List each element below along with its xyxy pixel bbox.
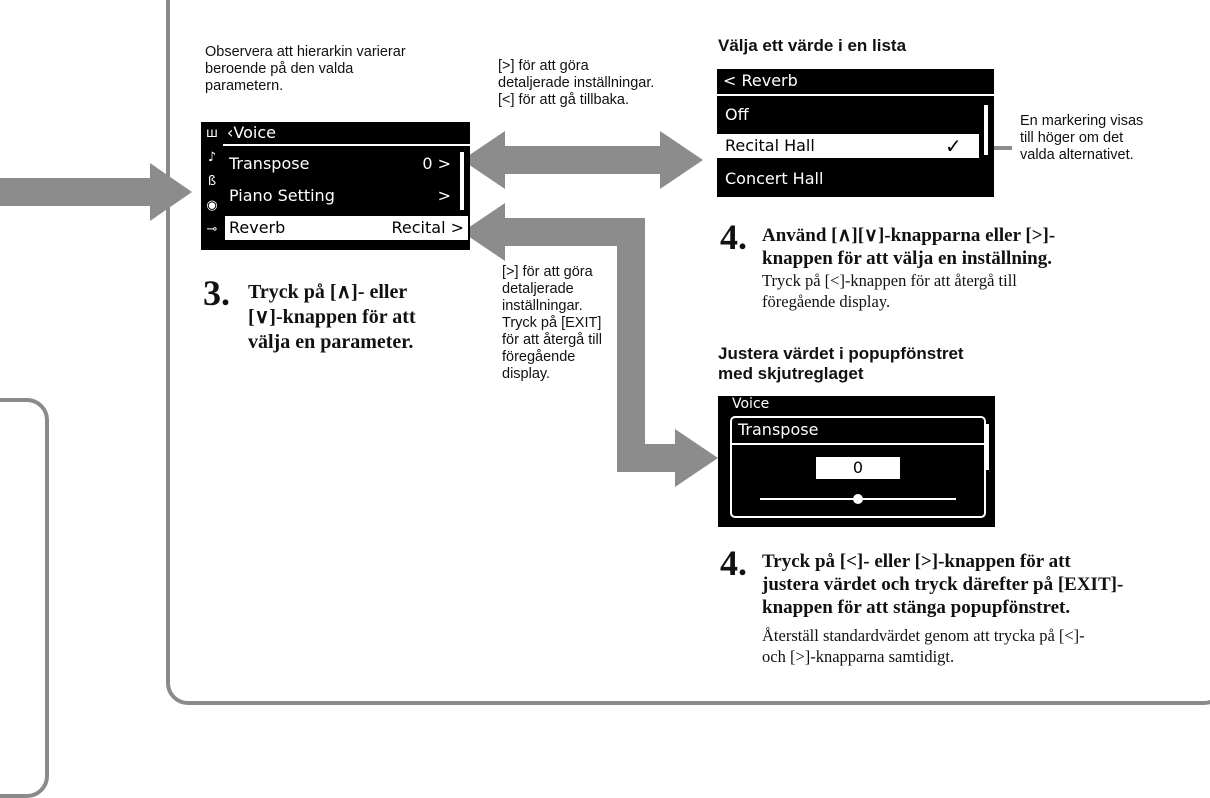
reverb-list-screen: < Reverb Off Recital Hall ✓ Concert Hall — [717, 69, 994, 197]
popup-bg-header: Voice — [732, 396, 770, 412]
exit-note: [>] för att göra detaljerade inställning… — [502, 264, 602, 382]
record-icon: ◉ — [206, 198, 218, 213]
step-4b-text: Tryck på [<]- eller [>]-knappen för att … — [762, 551, 1124, 666]
voice-header-title: Voice — [233, 123, 276, 142]
note-icon: ♪ — [207, 150, 217, 165]
chevron-left-icon: ‹ — [227, 123, 234, 142]
step-4a-text: Använd [∧][∨]-knapparna eller [>]- knapp… — [762, 225, 1056, 311]
elbow-arrow — [462, 203, 718, 487]
voice-row-piano-setting[interactable]: Piano Setting > — [229, 186, 451, 205]
check-icon: ✓ — [945, 134, 962, 158]
voice-row-transpose[interactable]: Transpose 0 > — [229, 154, 451, 173]
list-section-heading: Välja ett värde i en lista — [718, 36, 907, 55]
main-frame — [166, 0, 1210, 705]
transpose-popup: Transpose 0 — [730, 416, 986, 518]
transpose-value-field[interactable]: 0 — [816, 457, 900, 479]
voice-header-border — [223, 144, 470, 146]
metronome-icon: ß — [207, 174, 217, 189]
step-3-text: Tryck på [∧]- eller [∨]-knappen för att … — [248, 281, 416, 353]
step-4b-number: 4. — [720, 543, 747, 583]
reverb-item-off[interactable]: Off — [725, 105, 749, 124]
transpose-slider-thumb[interactable] — [853, 494, 863, 504]
transpose-popup-screen: Voice Transpose 0 — [718, 396, 995, 527]
voice-scrollbar[interactable] — [460, 152, 464, 210]
incoming-arrow — [0, 163, 192, 221]
popup-title-rule — [732, 443, 984, 445]
nav-note: [>] för att göra detaljerade inställning… — [498, 58, 655, 108]
voice-header-bar: ‹Voice — [223, 122, 474, 144]
utility-icon: ⊸ — [206, 222, 218, 237]
reverb-item-concert-hall[interactable]: Concert Hall — [725, 169, 824, 188]
keyboard-icon: ш — [206, 126, 218, 141]
voice-row-reverb[interactable]: Reverb Recital > — [225, 216, 468, 240]
popup-bg-scrollbar — [986, 424, 989, 470]
reverb-header: < Reverb — [723, 71, 798, 90]
reverb-header-rule — [717, 94, 994, 96]
reverb-item-recital-hall[interactable]: Recital Hall ✓ — [717, 134, 979, 158]
check-callout-text: En markering visas till höger om det val… — [1020, 113, 1144, 163]
step-4a-number: 4. — [720, 217, 747, 257]
hierarchy-note: Observera att hierarkin varierar beroend… — [205, 44, 406, 94]
popup-title: Transpose — [738, 420, 819, 439]
voice-icon-column: ш ♪ ß ◉ ⊸ — [201, 122, 223, 250]
slider-section-heading: Justera värdet i popupfönstret med skjut… — [718, 344, 964, 383]
double-arrow — [462, 131, 703, 189]
voice-screen: ш ♪ ß ◉ ⊸ ‹Voice Transpose 0 > Piano Set… — [201, 122, 470, 250]
reverb-scrollbar[interactable] — [984, 105, 988, 155]
step-3-number: 3. — [203, 273, 230, 313]
